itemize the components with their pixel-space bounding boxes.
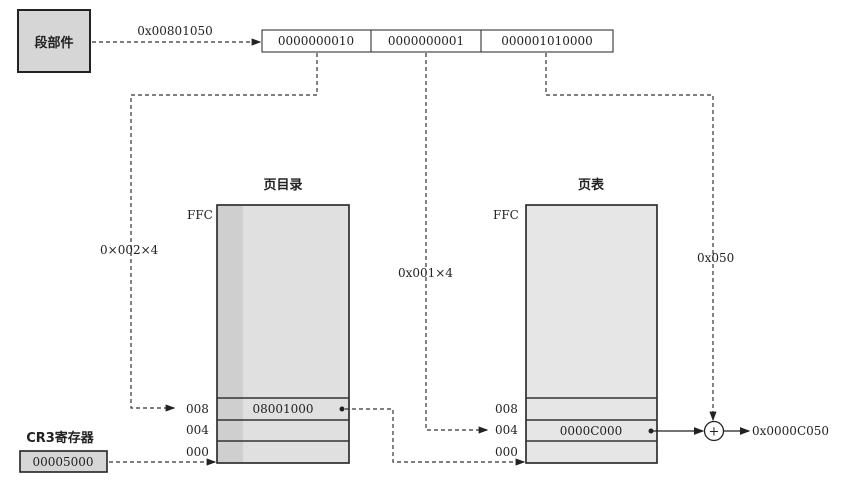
linear-address-box: 0000000010 0000000001 000001010000	[261, 29, 614, 53]
cr3-value: 00005000	[32, 455, 93, 469]
pt-offset-000: 000	[495, 445, 518, 459]
directory-to-table-arrow	[345, 408, 526, 466]
table-index-calc: 0x001×4	[398, 266, 453, 280]
table-index-arrow	[425, 53, 489, 434]
directory-index-arrow	[130, 53, 318, 412]
segment-unit-box: 段部件	[17, 9, 91, 73]
directory-field: 0000000010	[278, 34, 354, 48]
pd-offset-008: 008	[186, 402, 209, 416]
physical-address: 0x0000C050	[752, 424, 829, 438]
pt-offset-008: 008	[495, 402, 518, 416]
cr3-label: CR3寄存器	[26, 430, 95, 446]
offset-arrow	[545, 53, 717, 422]
page-table: 0000C000	[525, 204, 658, 464]
segment-unit-label: 段部件	[34, 35, 73, 51]
directory-index-calc: 0×002×4	[100, 243, 159, 257]
offset-field: 000001010000	[501, 34, 593, 48]
table-field: 0000000001	[388, 34, 464, 48]
page-table-ffc: FFC	[493, 208, 519, 222]
pd-offset-004: 004	[186, 423, 209, 437]
page-table-entry: 0000C000	[560, 424, 623, 438]
page-directory-title: 页目录	[263, 178, 302, 193]
linear-address-label: 0x00801050	[137, 24, 212, 38]
offset-label: 0x050	[697, 251, 734, 265]
page-directory-table: 08001000	[216, 204, 350, 464]
page-directory-entry: 08001000	[252, 402, 313, 416]
cr3-register: 00005000	[19, 450, 108, 473]
pd-offset-000: 000	[186, 445, 209, 459]
svg-text:+: +	[709, 425, 720, 440]
adder-icon: +	[703, 420, 725, 442]
page-table-title: 页表	[578, 177, 605, 193]
page-directory-ffc: FFC	[187, 208, 213, 222]
pt-offset-004: 004	[495, 423, 518, 437]
